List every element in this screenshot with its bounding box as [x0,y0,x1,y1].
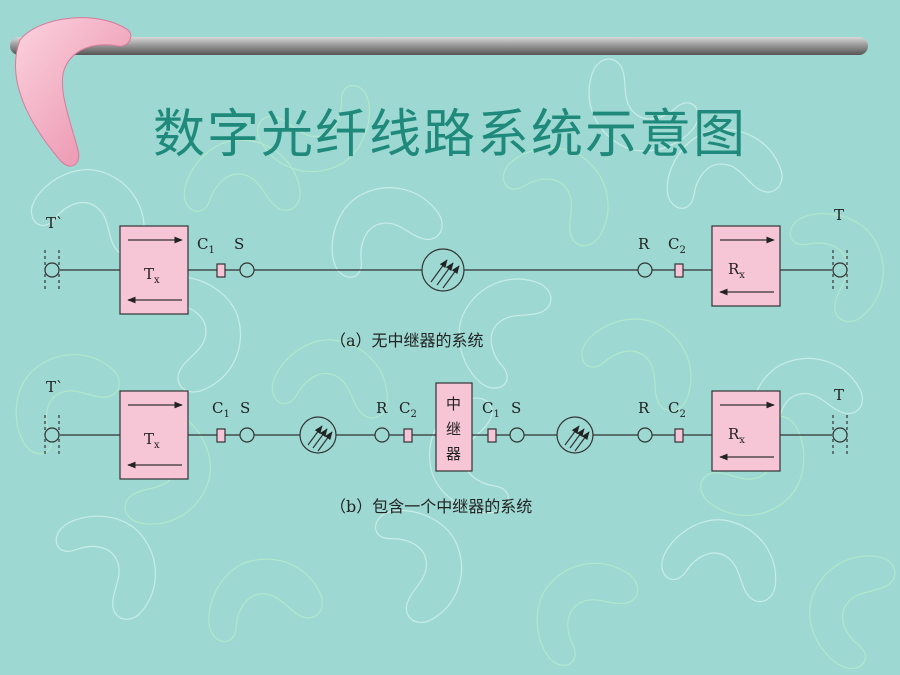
terminal-node-left-a [44,262,60,278]
c1-label-b1: C1 [212,399,230,420]
tx-label-b: Tx [144,430,160,451]
terminal-node-left-b [44,427,60,443]
r-label-b2: R [638,399,650,417]
connector-c1-b2 [487,428,497,443]
caption-b: （b）包含一个中继器的系统 [330,497,532,516]
repeater-label-2: 继 [446,420,461,438]
left-terminal-label-a: T` [46,214,64,232]
r-label-b1: R [376,399,388,417]
rx-label-b: Rx [728,425,745,446]
fiber-reel-icon-b2 [556,416,594,454]
c1-label-a: C1 [197,235,215,256]
c2-label-a: C2 [668,235,686,256]
s-label-b1: S [240,399,250,417]
right-terminal-label-b: T [834,386,844,404]
repeater-box [435,382,473,472]
rx-box-a [711,225,781,307]
diagram-b-labels: T` T Tx Rx C1 S R C2 中 继 器 C1 S R C2 （b）… [46,378,844,516]
node-r-a [637,262,653,278]
node-r-b1 [374,427,390,443]
connector-c2-b2 [674,428,684,443]
page-title: 数字光纤线路系统示意图 [152,105,747,165]
connector-c2-a [674,263,684,278]
connector-c2-b1 [403,428,413,443]
c1-label-b2: C1 [482,399,500,420]
node-s-a [239,262,255,278]
tx-label-a: Tx [144,265,160,286]
c2-label-b1: C2 [399,399,417,420]
repeater-label-1: 中 [446,395,461,413]
rx-box-b [711,390,781,472]
right-terminal-label-a: T [834,206,844,224]
pink-boomerang-logo [15,17,132,167]
node-s-b2 [509,427,525,443]
terminal-node-right-b [832,427,848,443]
left-terminal-label-b: T` [46,378,64,396]
repeater-label-3: 器 [446,445,461,463]
s-label-b2: S [511,399,521,417]
c2-label-b2: C2 [668,399,686,420]
terminal-node-right-a [832,262,848,278]
connector-c1-a [216,263,226,278]
node-s-b [239,427,255,443]
diagram-a-labels: T` T Tx Rx C1 S R C2 （a）无中继器的系统 [46,206,844,350]
diagram-a [44,225,848,315]
s-label-a: S [234,235,244,253]
fiber-reel-icon-a [421,248,465,292]
rx-label-a: Rx [728,260,745,281]
caption-a: （a）无中继器的系统 [330,331,484,350]
r-label-a: R [638,235,650,253]
connector-c1-b [216,428,226,443]
node-r-b2 [637,427,653,443]
diagram-b [44,382,848,480]
header-rod [10,37,868,55]
fiber-reel-icon-b1 [299,416,337,454]
